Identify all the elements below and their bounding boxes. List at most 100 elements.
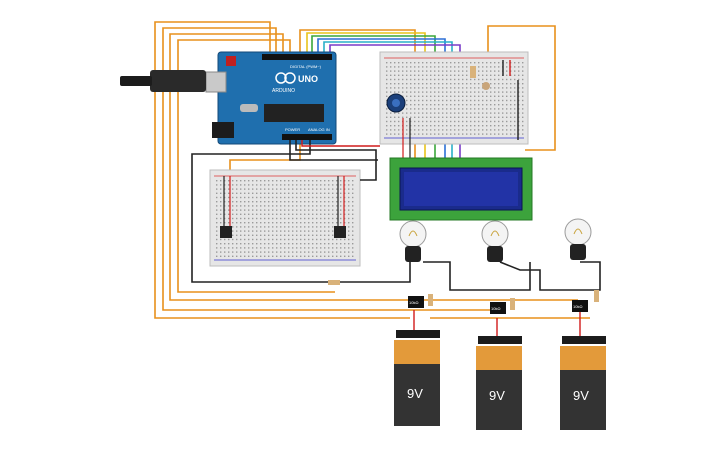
breadboard-hole <box>220 201 222 203</box>
breadboard-hole <box>494 112 496 114</box>
breadboard-hole <box>422 70 424 72</box>
breadboard-hole <box>454 120 456 123</box>
breadboard-hole <box>398 133 400 135</box>
breadboard-hole <box>386 112 388 114</box>
breadboard-hole <box>348 201 350 203</box>
breadboard-hole <box>260 247 262 249</box>
breadboard-hole <box>340 222 342 224</box>
breadboard-hole <box>256 247 258 249</box>
breadboard-hole <box>390 91 392 93</box>
breadboard-hole <box>316 234 318 236</box>
reset-button[interactable] <box>226 56 236 66</box>
breadboard-hole <box>232 226 234 228</box>
breadboard-hole <box>216 247 218 249</box>
breadboard-hole <box>502 116 504 118</box>
breadboard-hole <box>394 62 396 64</box>
breadboard-hole <box>502 120 504 123</box>
breadboard-hole <box>344 238 346 241</box>
breadboard-hole <box>332 226 334 228</box>
breadboard-hole <box>328 234 330 236</box>
breadboard-hole <box>470 116 472 118</box>
breadboard-hole <box>454 108 456 110</box>
breadboard-hole <box>308 251 310 253</box>
breadboard-hole <box>320 234 322 236</box>
breadboard-hole <box>398 87 400 89</box>
breadboard-hole <box>332 209 334 211</box>
breadboard-hole <box>474 133 476 135</box>
breadboard-hole <box>442 116 444 118</box>
breadboard-hole <box>398 116 400 118</box>
breadboard-hole <box>518 66 520 68</box>
breadboard-top[interactable] <box>379 51 529 160</box>
breadboard-hole <box>236 201 238 203</box>
breadboard-hole <box>398 112 400 114</box>
arduino-uno-board[interactable]: UNO ARDUINO DIGITAL (PWM~) POWER ANALOG … <box>120 51 337 145</box>
breadboard-hole <box>510 66 512 68</box>
breadboard-hole <box>264 222 266 224</box>
breadboard-hole <box>418 116 420 118</box>
breadboard-hole <box>514 116 516 118</box>
breadboard-hole <box>324 184 326 186</box>
breadboard-hole <box>312 243 314 245</box>
breadboard-hole <box>268 247 270 249</box>
breadboard-hole <box>268 184 270 186</box>
breadboard-hole <box>272 238 274 241</box>
breadboard-hole <box>316 184 318 186</box>
breadboard-hole <box>308 230 310 232</box>
breadboard-hole <box>344 217 346 220</box>
breadboard-hole <box>304 255 306 257</box>
breadboard-hole <box>390 112 392 114</box>
breadboard-hole <box>442 125 444 127</box>
breadboard-hole <box>260 234 262 236</box>
breadboard-hole <box>486 99 488 102</box>
breadboard-hole <box>336 247 338 249</box>
breadboard-hole <box>304 213 306 215</box>
breadboard-hole <box>276 188 278 190</box>
breadboard-hole <box>406 74 408 76</box>
breadboard-hole <box>474 129 476 131</box>
breadboard-hole <box>220 213 222 215</box>
breadboard-hole <box>268 213 270 215</box>
breadboard-hole <box>288 196 290 199</box>
breadboard-hole <box>348 209 350 211</box>
breadboard-hole <box>288 201 290 203</box>
breadboard-hole <box>256 192 258 194</box>
breadboard-hole <box>328 205 330 207</box>
breadboard-hole <box>522 70 524 72</box>
microcontroller-chip <box>264 104 324 122</box>
breadboard-hole <box>256 251 258 253</box>
breadboard-hole <box>276 230 278 232</box>
breadboard-hole <box>418 112 420 114</box>
breadboard-hole <box>498 112 500 114</box>
breadboard-hole <box>320 192 322 194</box>
breadboard-hole <box>268 180 270 182</box>
breadboard-hole <box>422 116 424 118</box>
breadboard-hole <box>394 66 396 68</box>
breadboard-hole <box>458 116 460 118</box>
breadboard-hole <box>280 255 282 257</box>
breadboard-left[interactable] <box>209 169 361 267</box>
breadboard-hole <box>390 70 392 72</box>
breadboard-hole <box>276 217 278 220</box>
breadboard-hole <box>466 133 468 135</box>
breadboard-hole <box>268 217 270 220</box>
breadboard-hole <box>442 99 444 102</box>
breadboard-hole <box>280 188 282 190</box>
breadboard-hole <box>232 213 234 215</box>
breadboard-hole <box>276 209 278 211</box>
breadboard-hole <box>308 188 310 190</box>
breadboard-hole <box>300 222 302 224</box>
breadboard-hole <box>280 184 282 186</box>
transistor-label-2: 10kΩ <box>491 306 500 311</box>
breadboard-hole <box>260 188 262 190</box>
breadboard-hole <box>236 196 238 199</box>
breadboard-hole <box>220 184 222 186</box>
breadboard-hole <box>232 205 234 207</box>
breadboard-hole <box>430 62 432 64</box>
breadboard-hole <box>228 247 230 249</box>
breadboard-hole <box>252 205 254 207</box>
breadboard-hole <box>264 196 266 199</box>
breadboard-hole <box>434 74 436 76</box>
breadboard-hole <box>240 209 242 211</box>
breadboard-hole <box>352 255 354 257</box>
